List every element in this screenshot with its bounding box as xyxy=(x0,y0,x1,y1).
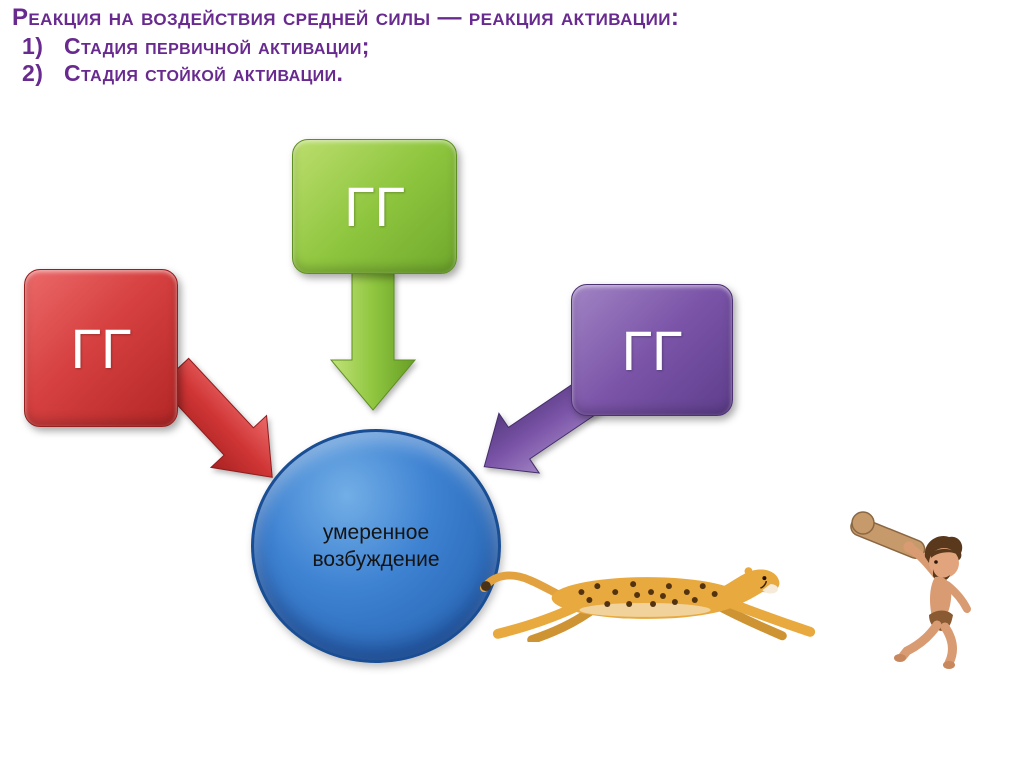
gg-box-purple-label: ГГ xyxy=(621,318,683,382)
title-list-item: 2) Стадия стойкой активации. xyxy=(12,61,679,87)
gg-box-green: ГГ xyxy=(292,139,457,274)
list-text: Стадия первичной активации; xyxy=(64,32,370,59)
gg-box-red-label: ГГ xyxy=(70,316,132,380)
gg-box-green-label: ГГ xyxy=(344,175,405,238)
title-list-item: 1) Стадия первичной активации; xyxy=(12,32,679,60)
front-leg xyxy=(898,620,942,661)
moderate-excitation-ellipse: умеренное возбуждение xyxy=(251,429,501,663)
cheetah-image xyxy=(479,567,816,642)
green-arrow xyxy=(329,272,417,411)
ellipse-label: умеренное возбуждение xyxy=(312,520,440,571)
list-marker: 1) xyxy=(22,32,44,59)
back-leg xyxy=(940,622,957,668)
caveman-image xyxy=(850,511,971,669)
trailing-arm xyxy=(943,581,971,613)
cheetah-spots xyxy=(578,581,718,607)
cheetah-tail xyxy=(479,571,566,601)
gg-box-purple: ГГ xyxy=(571,284,733,416)
head xyxy=(929,548,959,578)
gg-box-red: ГГ xyxy=(24,269,178,427)
list-marker: 2) xyxy=(22,60,44,87)
slide-title: Реакция на воздействия средней силы — ре… xyxy=(12,4,680,31)
list-text: Стадия стойкой активации. xyxy=(64,60,344,87)
slide-title-block: Реакция на воздействия средней силы — ре… xyxy=(12,4,679,87)
